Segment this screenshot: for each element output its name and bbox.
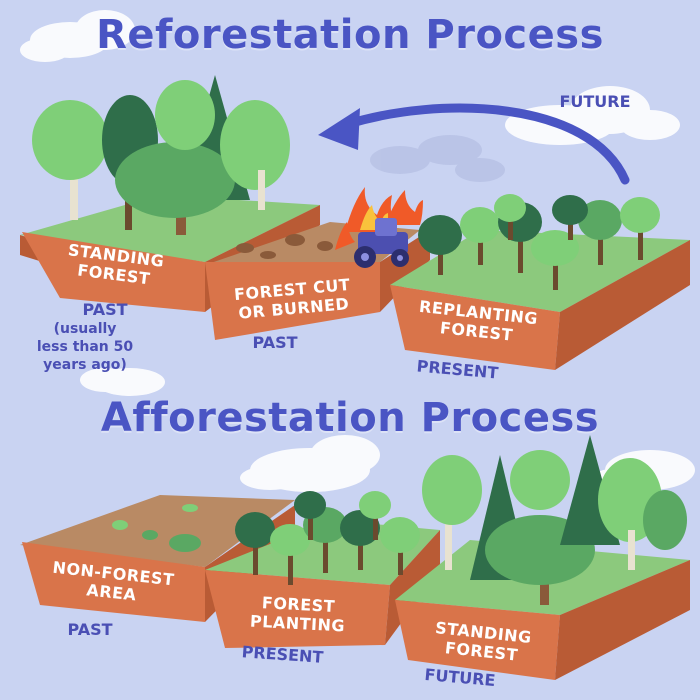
tree-icon xyxy=(422,435,687,605)
cloud-icon xyxy=(20,10,135,62)
tree-icon xyxy=(235,491,420,585)
stage-time-note: (usually less than 50 years ago) xyxy=(36,321,134,373)
stage-time-past: PAST xyxy=(252,333,298,352)
tree-icon xyxy=(418,194,660,290)
block-replanting xyxy=(390,230,690,370)
arrow-icon xyxy=(318,103,630,185)
tree-icon xyxy=(32,75,290,235)
tractor-icon xyxy=(354,218,409,268)
smoke-icon xyxy=(370,135,505,182)
afforestation-title: Afforestation Process xyxy=(100,395,600,441)
stage-time-past: PAST xyxy=(67,620,113,639)
cloud-icon xyxy=(80,368,165,396)
stage-time-past: PAST xyxy=(82,300,128,319)
cloud-icon xyxy=(240,435,380,492)
reforestation-title: Reforestation Process xyxy=(96,12,604,58)
arrow-future-label: FUTURE xyxy=(559,92,631,111)
stage-label-forest-planting: FOREST PLANTING xyxy=(249,593,346,636)
stump-icon xyxy=(236,234,333,259)
